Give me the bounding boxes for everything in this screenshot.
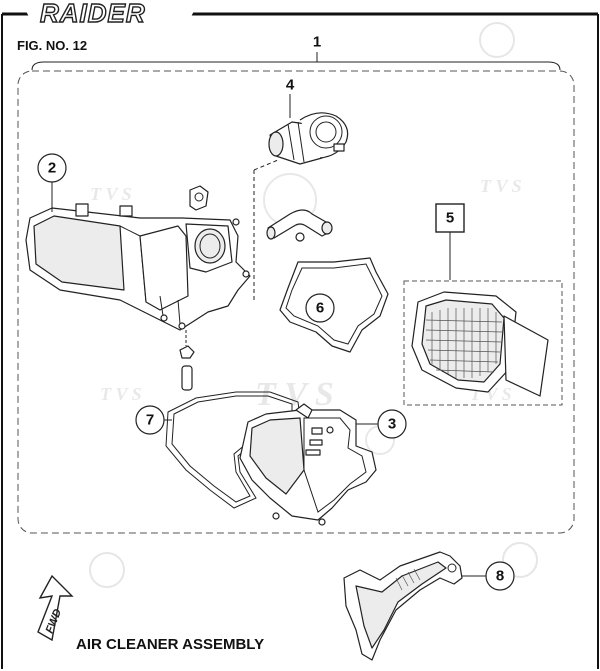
assembly-boundary [17, 70, 575, 534]
air-filter-housing-part-2 [25, 185, 251, 331]
callout-4: 4 [286, 77, 295, 118]
svg-text:T V S: T V S [100, 384, 142, 404]
raider-logo: RAIDER [39, 0, 146, 29]
callout-3-number: 3 [388, 416, 396, 433]
air-filter-element-part-5: 5 [403, 203, 563, 406]
figure-number: FIG. NO. 12 [17, 38, 87, 53]
callout-1-number: 1 [313, 34, 321, 51]
callout-1: 1 [31, 34, 561, 71]
bracket-part-8: 8 [343, 551, 515, 661]
drain-tube [179, 330, 195, 391]
forward-arrow: FWD [37, 574, 74, 642]
cover-gasket-part-7: 7 [135, 391, 301, 509]
callout-5-number: 5 [446, 210, 454, 227]
svg-text:T V S: T V S [480, 176, 522, 196]
gasket-part-6: 6 [279, 257, 389, 353]
svg-text:T V S: T V S [90, 184, 132, 204]
callout-2-number: 2 [48, 160, 56, 177]
callout-7-number: 7 [146, 412, 154, 429]
callout-8-number: 8 [496, 568, 504, 585]
breather-hose [266, 209, 333, 242]
air-cleaner-cover-part-3: 3 [239, 403, 407, 526]
intake-duct-part-4 [268, 112, 349, 165]
callout-2: 2 [37, 153, 67, 212]
header: RAIDER [0, 0, 600, 29]
page-frame [1, 14, 599, 669]
brand-logo-text: RAIDER [40, 0, 146, 28]
diagram-title: AIR CLEANER ASSEMBLY [76, 636, 264, 653]
svg-text:T V S: T V S [255, 376, 334, 413]
callout-6-number: 6 [316, 300, 324, 317]
callout-4-number: 4 [286, 77, 295, 94]
